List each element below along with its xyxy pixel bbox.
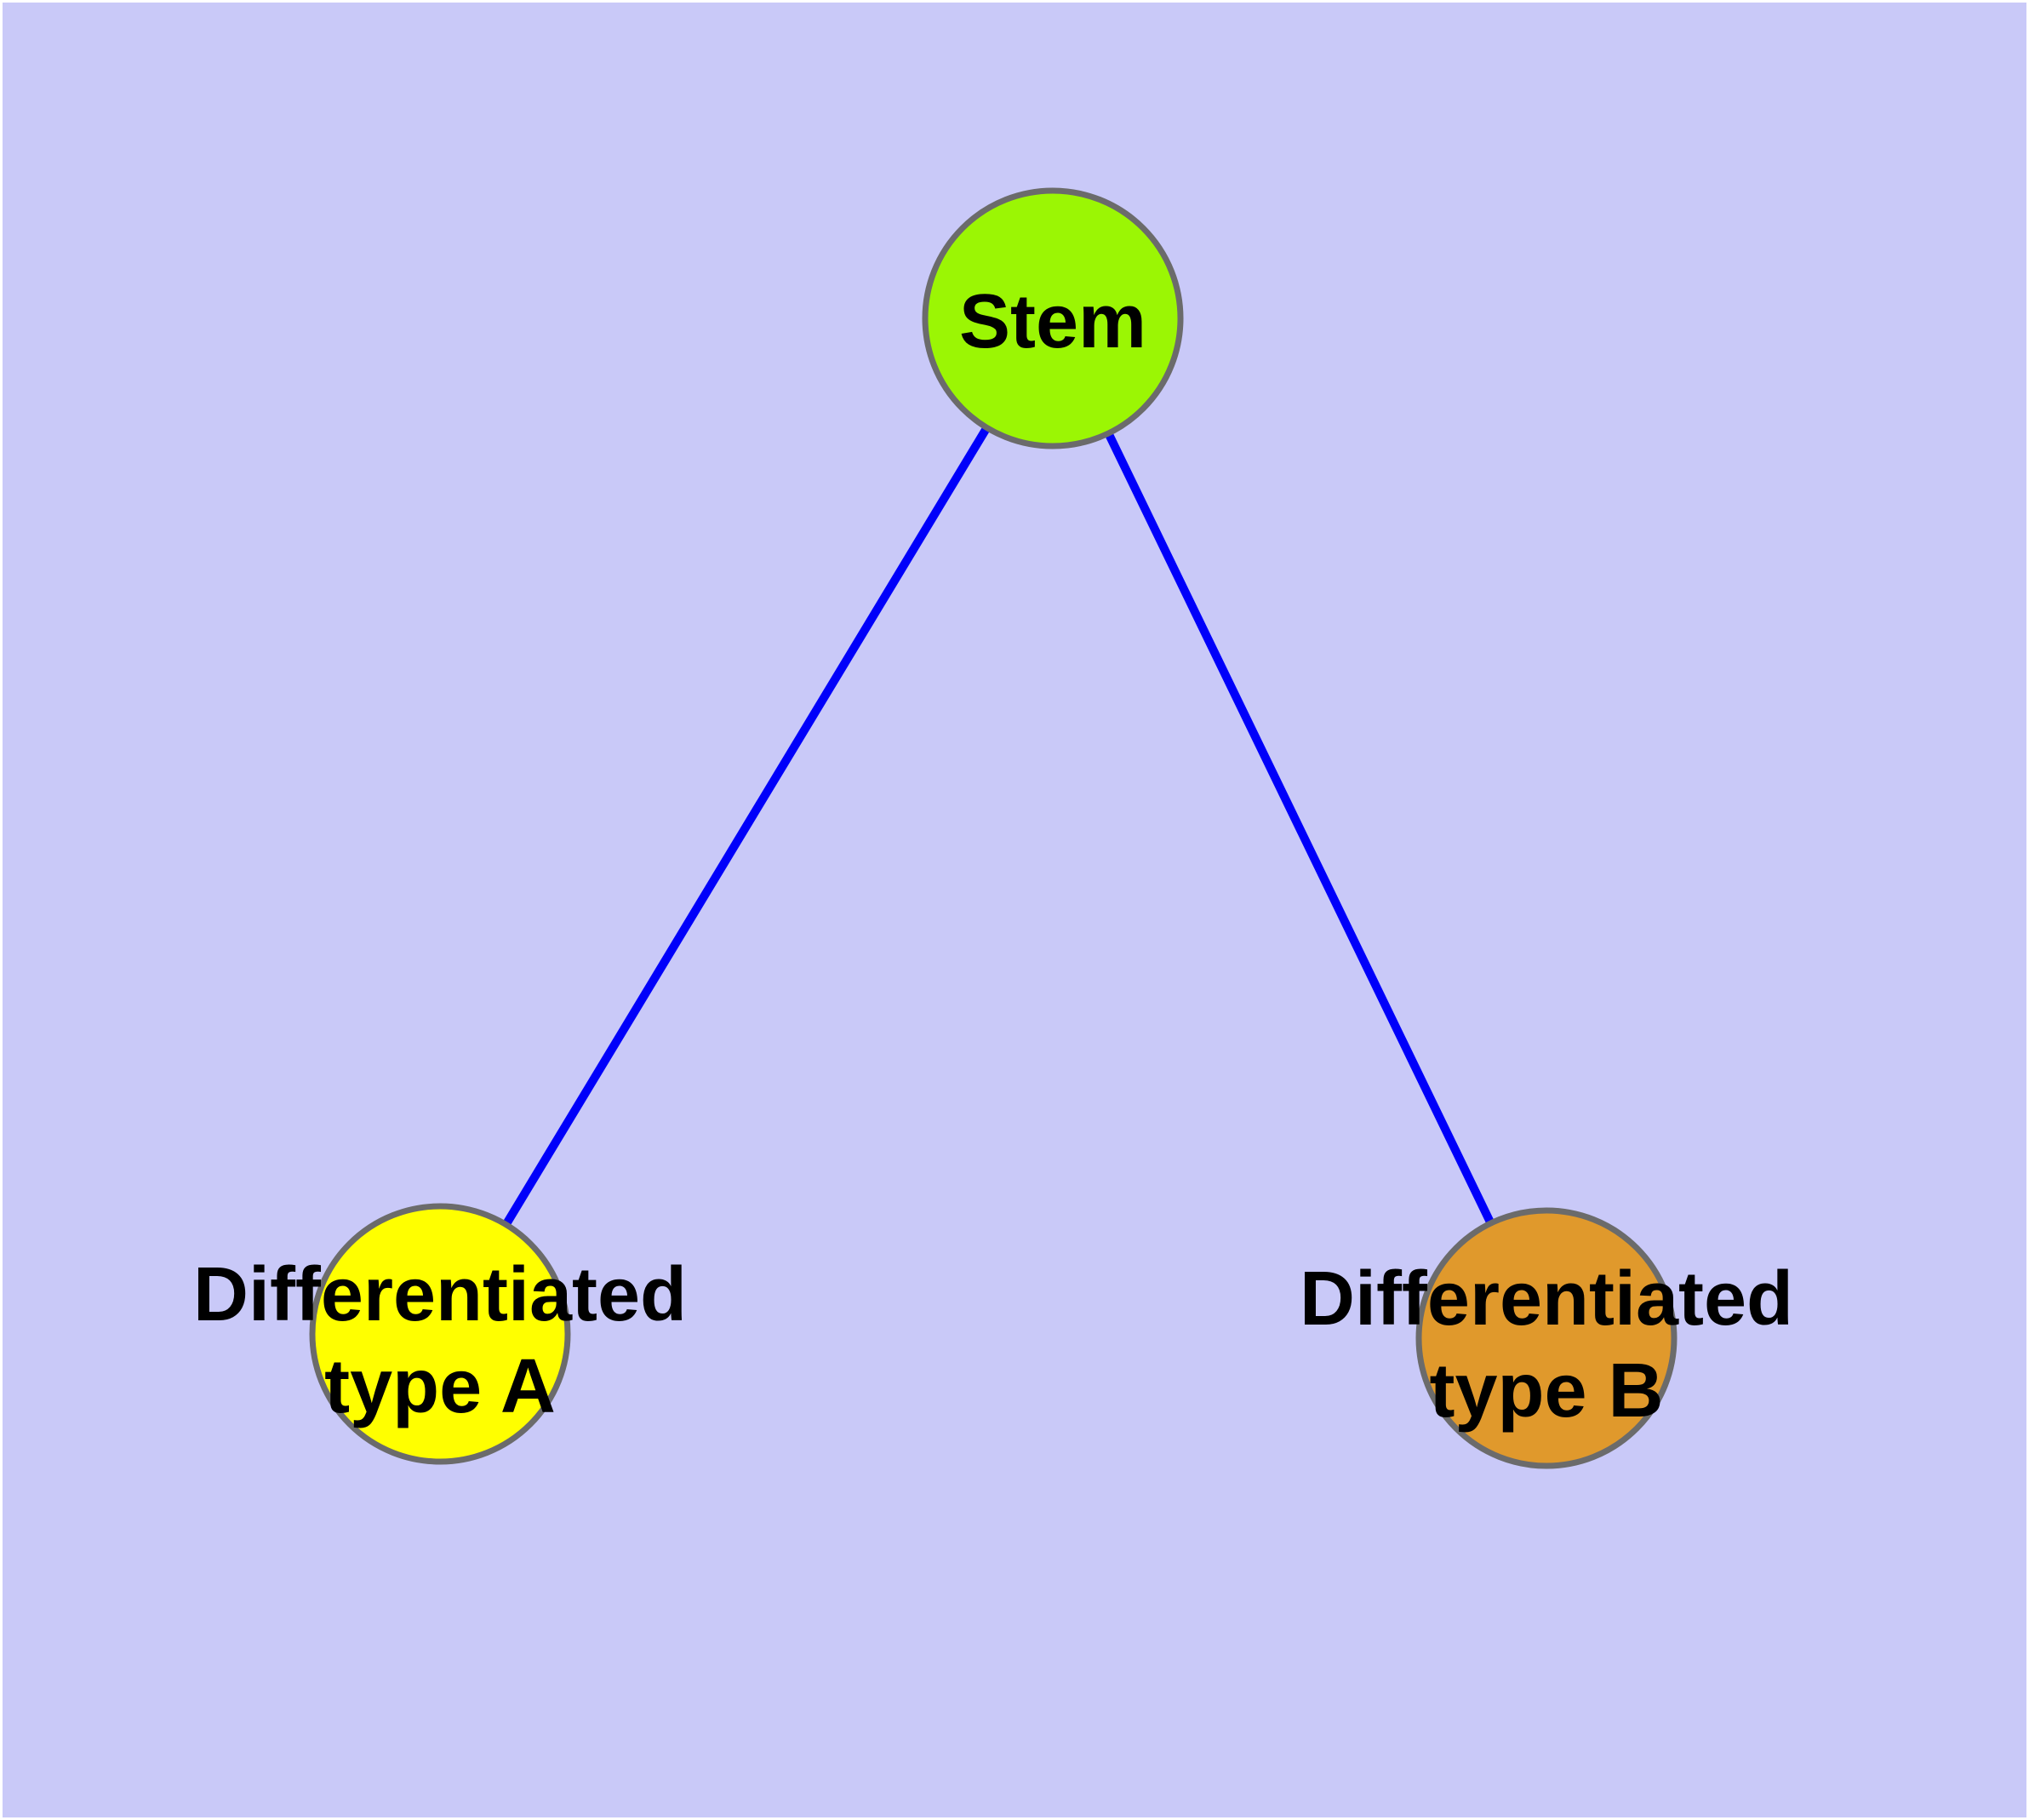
type-a-node-label-line2: type A [324,1344,556,1429]
stem-node-label: Stem [959,279,1146,364]
node-stem [922,187,1184,449]
edge-stem-to-type-b [1049,316,1551,1341]
node-differentiated-type-b [1415,1207,1677,1469]
type-b-node-label-line2: type B [1429,1348,1663,1434]
type-a-node-label-line1: Differentiated [193,1252,687,1337]
type-b-node-label-line1: Differentiated [1300,1256,1793,1342]
edge-stem-to-type-a [436,316,1057,1336]
node-differentiated-type-a [309,1203,571,1465]
